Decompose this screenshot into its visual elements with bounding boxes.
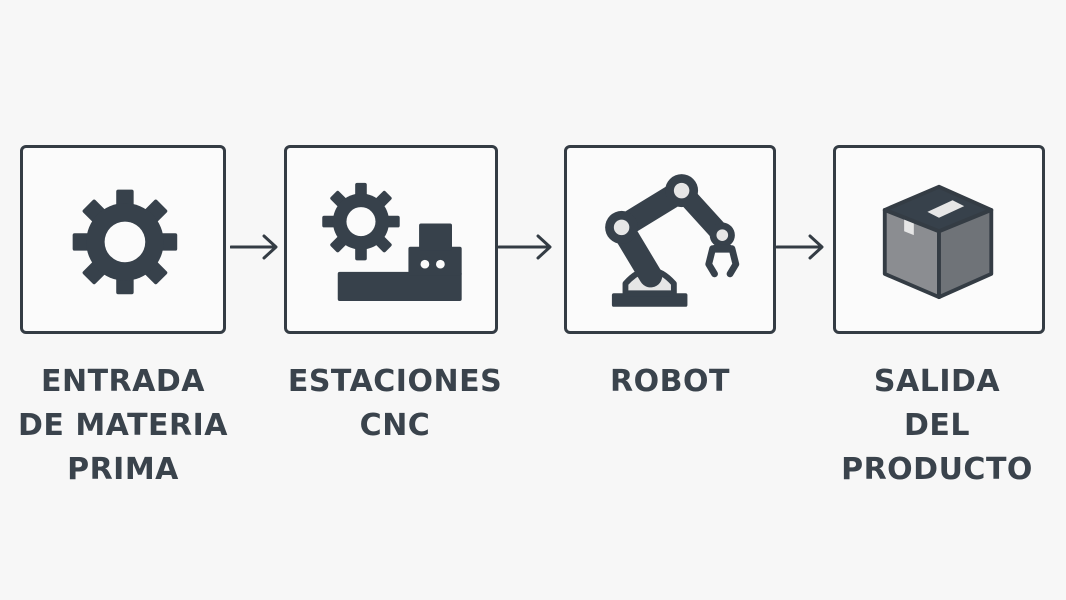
step-box-cnc (284, 145, 498, 334)
label-line: DE MATERIA (17, 408, 229, 443)
label-line: PRIMA (67, 452, 179, 487)
robot-arm-icon (605, 174, 740, 307)
label-line: ESTACIONES (287, 364, 503, 399)
arrow-right-icon (498, 232, 554, 262)
step-label-raw-material: ENTRADA DE MATERIA PRIMA (3, 360, 243, 492)
label-line: SALIDA (873, 364, 1001, 399)
label-line: PRODUCTO (841, 452, 1033, 487)
step-label-product-output: SALIDA DEL PRODUCTO (817, 360, 1057, 492)
label-line: CNC (359, 408, 431, 443)
step-box-raw-material (20, 145, 226, 334)
gear-icon (72, 189, 178, 295)
step-box-product-output (833, 145, 1045, 334)
cnc-machine-icon (322, 182, 462, 301)
arrow-right-icon (776, 232, 826, 262)
package-box-icon (882, 184, 994, 300)
step-label-robot: ROBOT (550, 360, 790, 404)
label-line: ENTRADA (40, 364, 205, 399)
arrow-right-icon (230, 232, 280, 262)
label-line: ROBOT (610, 364, 730, 399)
step-box-robot (564, 145, 776, 334)
label-line: DEL (903, 408, 970, 443)
step-label-cnc: ESTACIONES CNC (275, 360, 515, 448)
